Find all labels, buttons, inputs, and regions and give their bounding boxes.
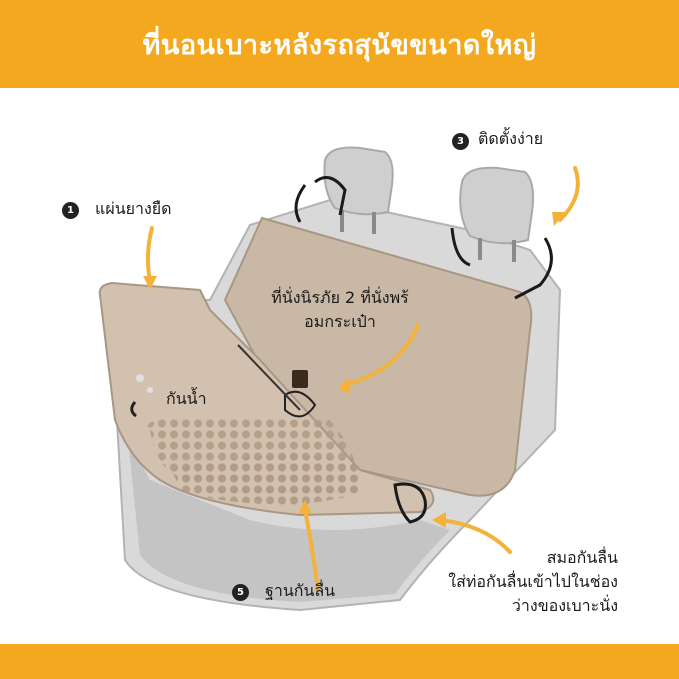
label-anchor: สมอกันลื่น ใส่ท่อกันลื่นเข้าไปในช่อง ว่า… bbox=[410, 546, 618, 618]
seat-belt-buckle bbox=[292, 370, 308, 388]
strap-right bbox=[450, 227, 553, 300]
title-banner bbox=[0, 0, 679, 88]
seat-base-shadow bbox=[128, 440, 450, 602]
page-title: ที่นอนเบาะหลังรถสุนัขขนาดใหญ่ bbox=[142, 29, 537, 61]
label-anchor-line3: ว่างของเบาะนั่ง bbox=[511, 596, 618, 615]
arrow-anchor bbox=[438, 518, 512, 554]
label-non-slip: ฐานกันลื่น bbox=[265, 581, 336, 600]
arrow-seats bbox=[343, 323, 420, 387]
label-seats: ที่นั่งนิรภัย 2 ที่นั่งพร้ อมกระเป๋า bbox=[250, 286, 430, 334]
label-anchor-line1: สมอกันลื่น bbox=[546, 548, 618, 567]
backrest-mat bbox=[223, 216, 533, 497]
callout-badge-1: 1 bbox=[62, 202, 79, 219]
label-waterproof: กันน้ำ bbox=[166, 389, 207, 408]
water-droplet-icon bbox=[130, 374, 153, 418]
callout-badge-5: 5 bbox=[232, 584, 249, 601]
strap-bottom bbox=[393, 482, 427, 524]
strap-left bbox=[294, 176, 347, 223]
arrow-non-slip bbox=[303, 508, 320, 592]
footer-banner bbox=[0, 644, 679, 679]
label-anchor-line2: ใส่ท่อกันลื่นเข้าไปในช่อง bbox=[448, 572, 618, 591]
headrest-left bbox=[323, 146, 394, 234]
label-easy-install: ติดตั้งง่าย bbox=[478, 129, 544, 148]
label-seats-line1: ที่นั่งนิรภัย 2 ที่นั่งพร้ bbox=[271, 288, 409, 307]
label-seats-line2: อมกระเป๋า bbox=[304, 312, 376, 331]
label-elastic: แผ่นยางยืด bbox=[95, 199, 172, 218]
arrow-elastic bbox=[145, 226, 154, 282]
headrest-right bbox=[459, 166, 535, 262]
callout-badge-3: 3 bbox=[452, 133, 469, 150]
arrow-install bbox=[558, 166, 580, 222]
